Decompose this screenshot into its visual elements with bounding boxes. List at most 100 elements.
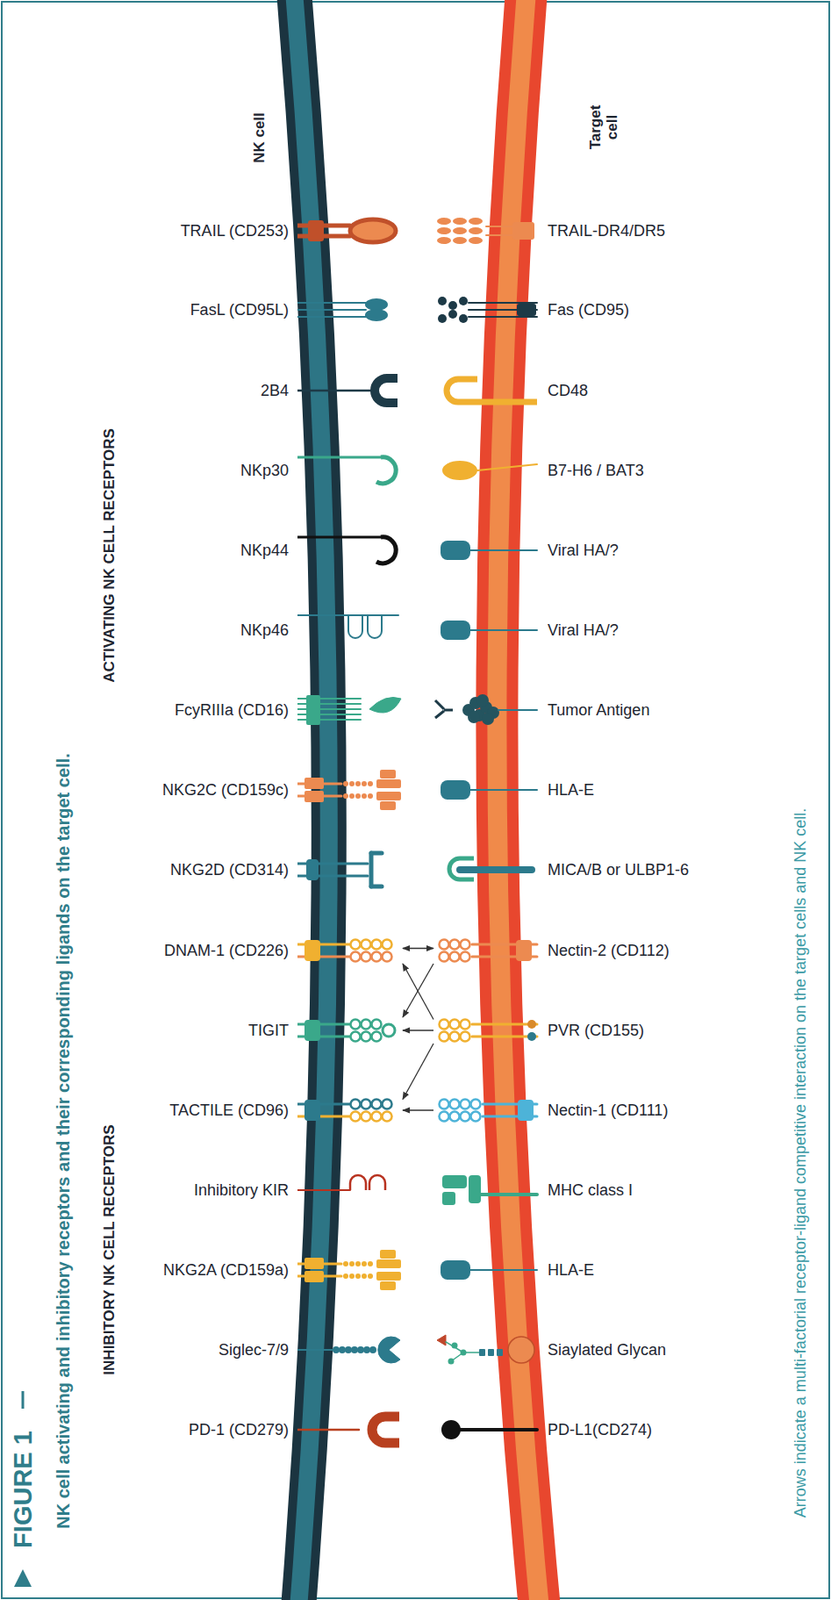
ligand: HLA-E xyxy=(433,1247,595,1292)
ligand-icon xyxy=(433,528,539,573)
interaction-arrow xyxy=(402,947,434,949)
ligand-icon xyxy=(433,1088,539,1132)
interaction-arrow xyxy=(402,1043,434,1100)
receptor-label: FasL (CD95L) xyxy=(190,300,289,320)
receptor-label: NKG2A (CD159a) xyxy=(163,1260,289,1280)
ligand-label: Nectin-1 (CD111) xyxy=(547,1101,668,1120)
ligand: PVR (CD155) xyxy=(433,1008,645,1053)
receptor: Inhibitory KIR xyxy=(193,1167,403,1212)
receptor: FcyRIIIa (CD16) xyxy=(174,687,403,732)
ligand-icon xyxy=(433,687,539,732)
receptor: NKG2C (CD159c) xyxy=(162,767,403,812)
ligand-icon xyxy=(433,1407,539,1452)
target-membrane-inner xyxy=(496,0,540,1600)
ligand-label: CD48 xyxy=(547,381,588,401)
ligand-icon xyxy=(433,1327,539,1372)
interaction-arrow xyxy=(402,1029,434,1031)
interaction-arrow xyxy=(402,963,434,1020)
receptor: TRAIL (CD253) xyxy=(180,208,403,253)
ligand-label: MICA/B or ULBP1-6 xyxy=(547,860,689,880)
ligand-label: HLA-E xyxy=(547,1260,595,1280)
ligand-icon xyxy=(433,208,539,253)
receptor-icon xyxy=(297,208,403,253)
ligand-label: PVR (CD155) xyxy=(547,1021,645,1040)
ligand-label: Viral HA/? xyxy=(547,541,619,560)
cell-label: Target cell xyxy=(587,100,621,154)
ligand-icon xyxy=(433,928,539,973)
ligand: Fas (CD95) xyxy=(433,287,630,332)
receptor: Siglec-7/9 xyxy=(218,1327,403,1372)
receptor-label: TIGIT xyxy=(248,1021,289,1040)
receptor-icon xyxy=(297,1327,403,1372)
interaction-arrow xyxy=(402,963,434,1018)
receptor: DNAM-1 (CD226) xyxy=(164,928,403,973)
receptor: NKp46 xyxy=(240,608,403,652)
ligand: Tumor Antigen xyxy=(433,687,650,732)
receptor-label: TACTILE (CD96) xyxy=(169,1101,289,1120)
ligand-label: Siaylated Glycan xyxy=(547,1340,667,1360)
ligand-icon xyxy=(433,767,539,812)
figure-title: NK cell activating and inhibitory recept… xyxy=(53,752,74,1529)
nk-membrane-inner xyxy=(293,0,330,1600)
receptor-icon xyxy=(297,287,403,332)
ligand: Nectin-1 (CD111) xyxy=(433,1088,668,1132)
ligand-icon xyxy=(433,608,539,652)
receptor-label: TRAIL (CD253) xyxy=(180,222,289,241)
figure-triangle xyxy=(14,1568,32,1587)
receptor: PD-1 (CD279) xyxy=(188,1407,403,1452)
ligand-icon xyxy=(433,1247,539,1292)
ligand-label: PD-L1(CD274) xyxy=(547,1420,652,1440)
ligand-icon xyxy=(433,1167,539,1212)
ligand: MICA/B or ULBP1-6 xyxy=(433,847,689,892)
nk-membrane xyxy=(293,0,330,1600)
interaction-arrow xyxy=(402,1109,434,1111)
receptor-label: NKG2C (CD159c) xyxy=(162,780,289,800)
ligand: B7-H6 / BAT3 xyxy=(433,448,645,493)
ligand-label: HLA-E xyxy=(547,780,595,800)
receptor-icon xyxy=(297,928,403,973)
ligand: HLA-E xyxy=(433,767,595,812)
receptor-icon xyxy=(297,1247,403,1292)
receptor-icon xyxy=(297,1167,403,1212)
receptor: TIGIT xyxy=(248,1008,403,1053)
ligand-icon xyxy=(433,1008,539,1053)
ligand: MHC class I xyxy=(433,1167,633,1212)
receptor-label: FcyRIIIa (CD16) xyxy=(174,701,289,720)
receptor: TACTILE (CD96) xyxy=(169,1088,403,1132)
receptor: NKp30 xyxy=(240,448,403,493)
ligand: PD-L1(CD274) xyxy=(433,1407,652,1452)
ligand-icon xyxy=(433,448,539,493)
ligand-label: Fas (CD95) xyxy=(547,300,630,320)
receptor: FasL (CD95L) xyxy=(190,287,403,332)
receptor-icon xyxy=(297,1407,403,1452)
ligand-icon xyxy=(433,287,539,332)
ligand-label: Viral HA/? xyxy=(547,621,619,640)
receptor-icon xyxy=(297,448,403,493)
receptor: NKG2D (CD314) xyxy=(170,847,403,892)
ligand: CD48 xyxy=(433,368,588,413)
ligand-icon xyxy=(433,847,539,892)
ligand: TRAIL-DR4/DR5 xyxy=(433,208,666,253)
figure-number: FIGURE 1 xyxy=(8,1430,38,1548)
receptor-label: 2B4 xyxy=(260,381,289,401)
section-label: ACTIVATING NK CELL RECEPTORS xyxy=(100,428,119,683)
receptor: NKp44 xyxy=(240,528,403,573)
receptor-icon xyxy=(297,368,403,413)
ligand: Viral HA/? xyxy=(433,528,619,573)
ligand: Siaylated Glycan xyxy=(433,1327,667,1372)
receptor-label: NKp46 xyxy=(240,621,289,640)
receptor-label: NKG2D (CD314) xyxy=(170,860,289,880)
receptor-icon xyxy=(297,528,403,573)
ligand-label: Nectin-2 (CD112) xyxy=(547,941,670,960)
receptor: NKG2A (CD159a) xyxy=(163,1247,403,1292)
receptor-icon xyxy=(297,847,403,892)
receptor-label: Inhibitory KIR xyxy=(193,1181,289,1200)
receptor-label: NKp44 xyxy=(240,541,289,560)
receptor-icon xyxy=(297,687,403,732)
ligand: Nectin-2 (CD112) xyxy=(433,928,670,973)
receptor-icon xyxy=(297,608,403,652)
receptor-label: NKp30 xyxy=(240,461,289,480)
